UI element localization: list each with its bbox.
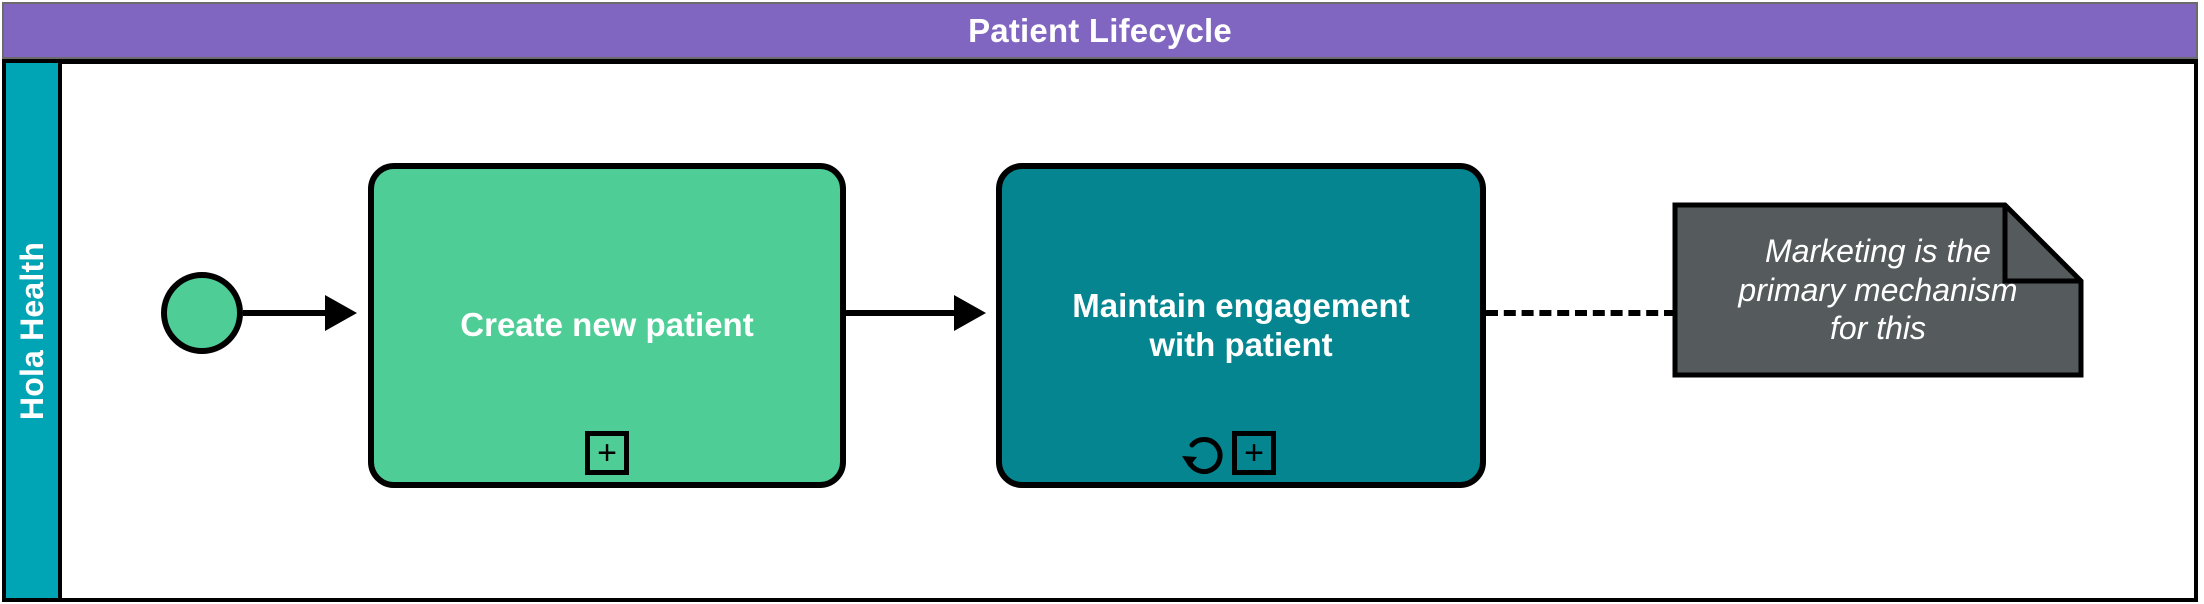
- pool-title: Patient Lifecycle: [968, 12, 1232, 49]
- text-annotation-marketing[interactable]: Marketing is the primary mechanism for t…: [1672, 202, 2084, 378]
- sub-process-plus-icon-maintain-engagement: +: [1232, 431, 1276, 475]
- lane-hola-health: Hola Health: [6, 63, 62, 598]
- sequence-flow-line-start-to-create: [243, 310, 327, 316]
- sub-process-plus-icon-create-new-patient: +: [585, 431, 629, 475]
- lane-label: Hola Health: [14, 241, 51, 420]
- loop-marker-icon-maintain-engagement: [1178, 434, 1224, 480]
- text-annotation-marketing-label: Marketing is the primary mechanism for t…: [1738, 233, 2018, 347]
- note-shape: [1672, 202, 2084, 378]
- task-create-new-patient-label: Create new patient: [460, 306, 754, 344]
- sequence-flow-arrowhead-start-to-create: [325, 295, 357, 331]
- sequence-flow-arrowhead-create-to-maintain: [954, 295, 986, 331]
- sequence-flow-line-create-to-maintain: [846, 310, 956, 316]
- plus-glyph: +: [597, 434, 617, 472]
- pool-header: Patient Lifecycle: [2, 2, 2198, 59]
- start-event-node[interactable]: [161, 272, 243, 354]
- plus-glyph: +: [1244, 434, 1264, 472]
- task-maintain-engagement-label: Maintain engagement with patient: [1072, 286, 1410, 363]
- association-line-maintain-to-annotation: [1486, 310, 1676, 316]
